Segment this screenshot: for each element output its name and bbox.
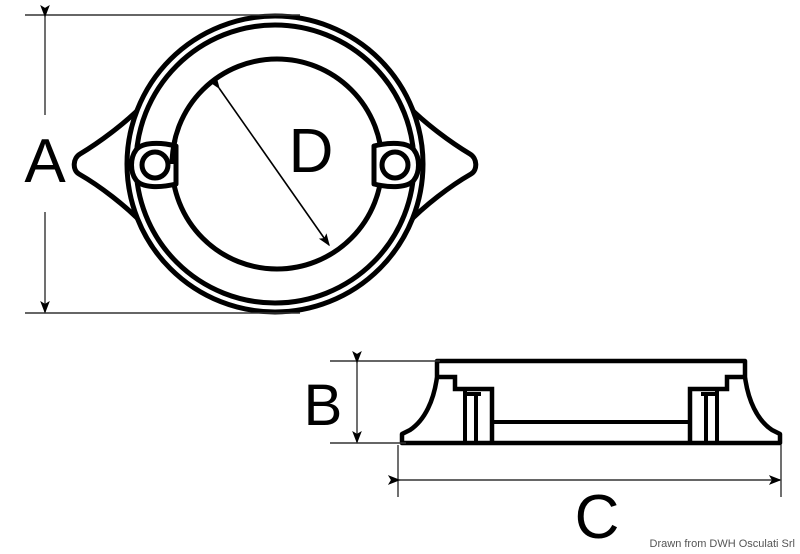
side-view-body-outline — [399, 358, 783, 446]
watermark-credit: Drawn from DWH Osculati Srl — [650, 538, 795, 550]
bore-circle — [169, 56, 385, 272]
side-view-left-shoulder — [437, 374, 495, 443]
side-view — [399, 358, 783, 446]
dimension-d: D — [208, 76, 334, 247]
dimension-c: C — [387, 445, 782, 552]
dim-d-line — [208, 76, 330, 247]
dimension-b: B — [304, 350, 440, 444]
dimension-d-label: D — [289, 117, 334, 186]
top-view — [71, 13, 479, 315]
bore-circle-overlap-left — [169, 139, 178, 165]
dimension-a: A — [24, 4, 300, 314]
right-wing-outline — [404, 104, 479, 227]
dimension-a-label: A — [24, 127, 66, 196]
left-wing-outline — [71, 104, 146, 227]
right-boss — [371, 140, 421, 190]
right-bolt-hole — [379, 149, 411, 181]
dimension-b-label: B — [304, 373, 343, 438]
left-bolt-hole — [139, 149, 171, 181]
dimension-c-label: C — [575, 483, 620, 552]
side-view-right-shoulder — [687, 374, 745, 443]
side-view-left-bolt-detail — [463, 389, 481, 443]
side-view-right-bolt-detail — [701, 389, 719, 443]
left-boss — [129, 140, 179, 190]
